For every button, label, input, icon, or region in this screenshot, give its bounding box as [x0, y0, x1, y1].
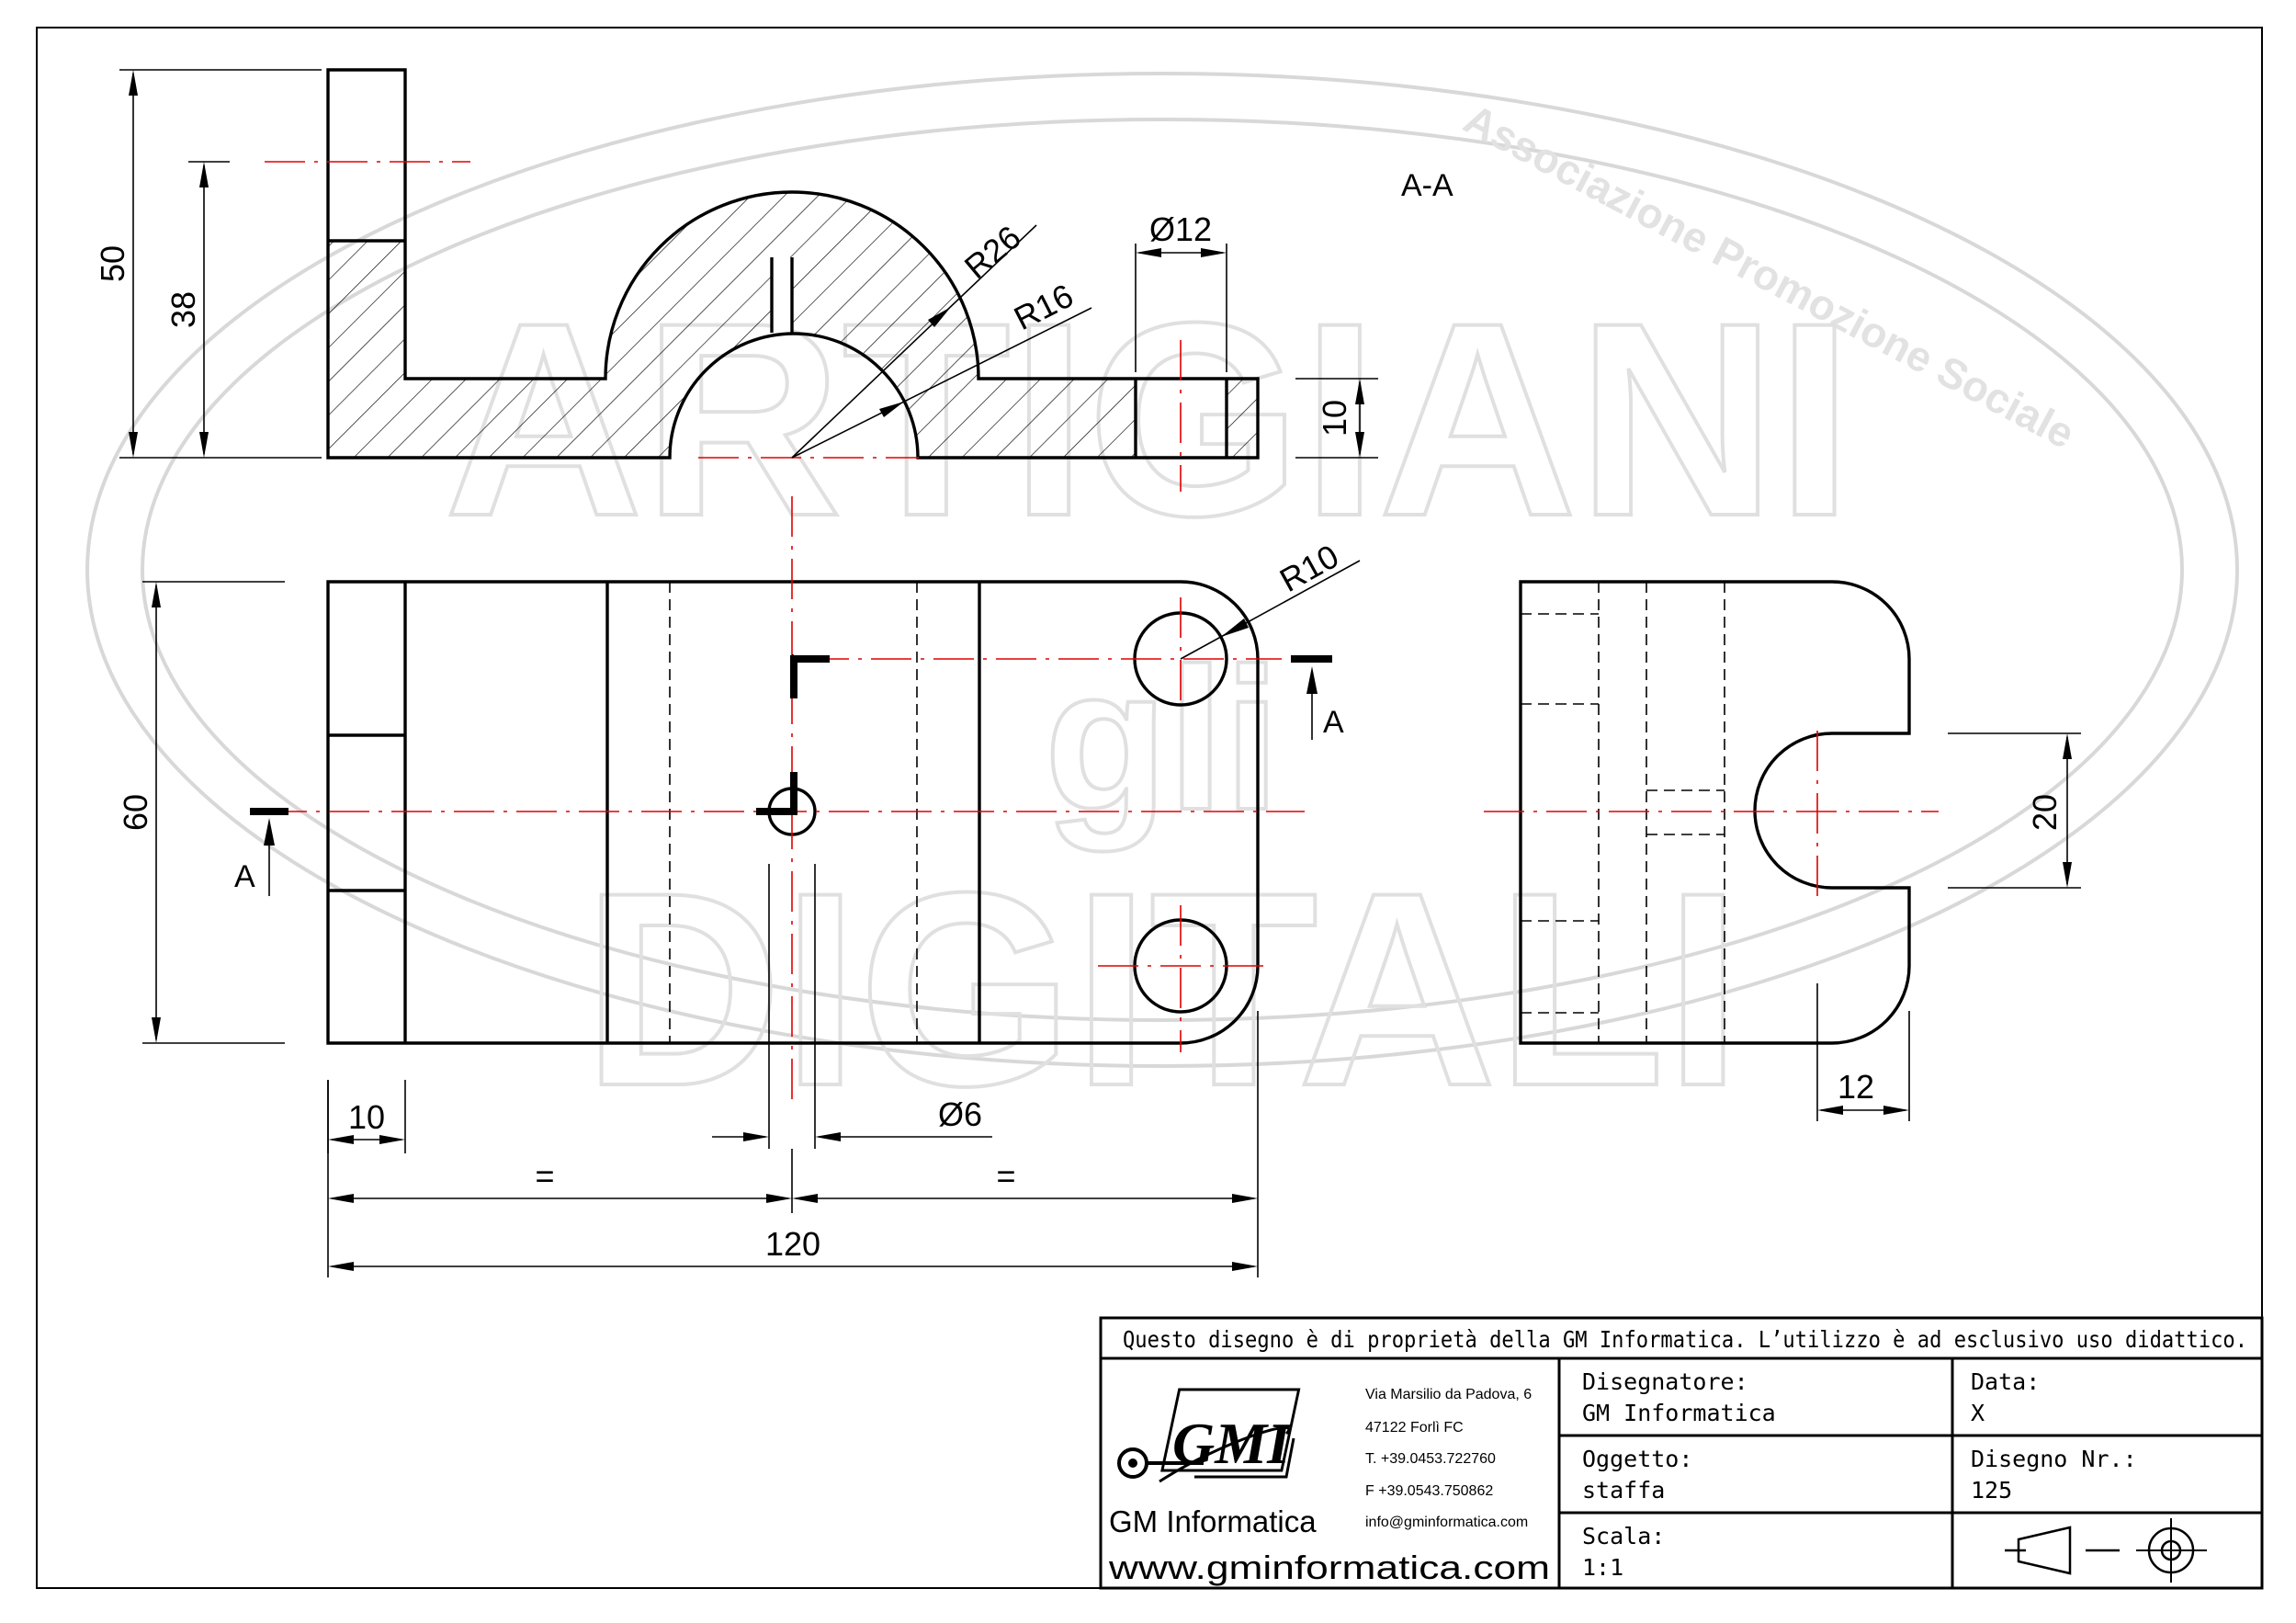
cut-arrow-right-head	[1306, 666, 1318, 694]
title-block-frame	[1099, 1316, 2264, 1590]
arrow-60-bottom	[152, 1017, 161, 1043]
scale-label: Scala:	[1582, 1523, 1665, 1549]
company-logo: GMI	[1117, 1388, 1301, 1483]
section-hatch-right	[1227, 379, 1258, 458]
watermark-word-bottom: DIGITALI	[583, 834, 1742, 1143]
projection-symbol-icon	[2005, 1518, 2207, 1583]
arrow-r16	[879, 402, 904, 417]
arrow-r10	[1221, 619, 1249, 637]
section-label: A-A	[1401, 168, 1453, 203]
drawing-number-value: 125	[1971, 1477, 2012, 1504]
company-name: GM Informatica	[1109, 1504, 1317, 1538]
arrow-f10-right	[379, 1135, 405, 1144]
arrow-10-bottom	[1355, 432, 1364, 458]
leader-r26	[791, 224, 1037, 459]
arrow-eq-3	[792, 1194, 818, 1203]
arrow-120-right	[1232, 1262, 1258, 1271]
cut-elbow-upper	[790, 655, 830, 698]
dim-12: 12	[1838, 1068, 1874, 1106]
arrow-60-top	[152, 582, 161, 607]
scale-value: 1:1	[1582, 1554, 1623, 1581]
arrow-r26	[928, 307, 951, 327]
arrow-12-right	[1883, 1106, 1909, 1115]
drawing-number-label: Disegno Nr.:	[1971, 1446, 2137, 1472]
dim-120: 120	[765, 1225, 820, 1263]
company-logo-text: GMI	[1172, 1411, 1292, 1476]
leader-r16	[791, 307, 1092, 459]
dim-10-thickness: 10	[1316, 400, 1353, 437]
arrow-f10-left	[328, 1135, 354, 1144]
arrow-20-top	[2063, 733, 2072, 759]
arrow-d12-right	[1201, 248, 1227, 257]
dim-equal-right: =	[996, 1157, 1015, 1195]
arrow-38-bottom	[199, 432, 209, 458]
company-website: www.gminformatica.com	[1108, 1549, 1550, 1586]
arrow-d6-right	[815, 1132, 841, 1141]
side-view: 20 12	[1484, 580, 2081, 1121]
address-line-1: Via Marsilio da Padova, 6	[1365, 1387, 1532, 1402]
designer-label: Disegnatore:	[1582, 1368, 1748, 1395]
arrow-eq-1	[328, 1194, 354, 1203]
dim-10-flange: 10	[348, 1098, 385, 1136]
arrow-eq-4	[1232, 1194, 1258, 1203]
property-notice: Questo disegno è di proprietà della GM I…	[1123, 1326, 2247, 1353]
arrow-120-left	[328, 1262, 354, 1271]
cut-elbow-lower	[756, 772, 797, 815]
dim-equal-left: =	[535, 1157, 554, 1195]
dim-38: 38	[164, 291, 202, 328]
email-address: info@gminformatica.com	[1365, 1515, 1528, 1530]
plan-view: A A R10 60 10 Ø6	[117, 496, 1361, 1277]
arrow-10-top	[1355, 379, 1364, 404]
dim-d6: Ø6	[938, 1095, 982, 1133]
phone-number: T. +39.0453.722760	[1365, 1451, 1496, 1467]
cut-arrow-left-head	[264, 818, 275, 846]
arrow-12-left	[1817, 1106, 1843, 1115]
date-value: X	[1971, 1400, 1985, 1426]
fax-number: F +39.0543.750862	[1365, 1483, 1493, 1499]
arrow-38-top	[199, 162, 209, 187]
arrow-50-top	[129, 70, 138, 96]
watermark-word-mid: gli	[1045, 626, 1281, 852]
arrow-eq-2	[766, 1194, 792, 1203]
arrow-20-bottom	[2063, 862, 2072, 888]
object-label: Oggetto:	[1582, 1446, 1692, 1472]
dim-50: 50	[94, 245, 131, 282]
section-view: A-A 50 38 R26 R16	[94, 68, 1453, 492]
object-value: staffa	[1582, 1477, 1665, 1504]
address-line-2: 47122 Forlì FC	[1365, 1420, 1464, 1436]
dim-20: 20	[2026, 794, 2064, 831]
dim-60: 60	[117, 794, 154, 831]
title-block: Questo disegno è di proprietà della GM I…	[1099, 1316, 2264, 1590]
arrow-d12-left	[1136, 248, 1161, 257]
leader-r10	[1180, 560, 1361, 660]
section-marker-right: A	[1323, 705, 1344, 740]
arrow-d6-left	[743, 1132, 769, 1141]
side-outline	[1519, 580, 1911, 1045]
date-label: Data:	[1971, 1368, 2040, 1395]
section-hatch-gap	[772, 257, 792, 333]
arrow-50-bottom	[129, 432, 138, 458]
dim-d12: Ø12	[1149, 210, 1212, 248]
designer-value: GM Informatica	[1582, 1400, 1776, 1426]
section-marker-left: A	[234, 859, 255, 894]
section-outline	[326, 68, 1260, 460]
